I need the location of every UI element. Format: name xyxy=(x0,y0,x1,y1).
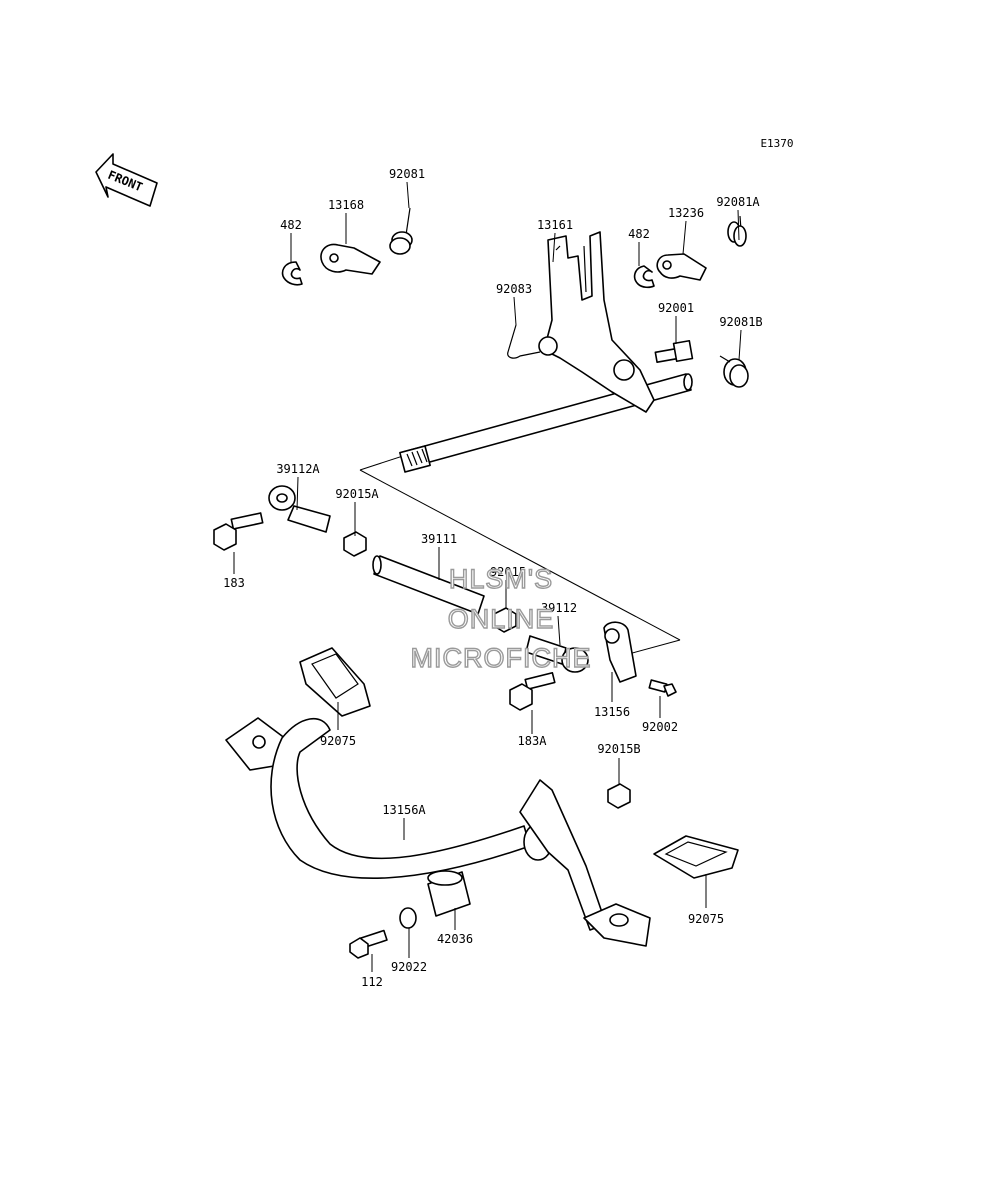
spring-92081B xyxy=(719,355,749,388)
part-label-92002: 92002 xyxy=(642,720,678,734)
bolt-112 xyxy=(349,929,388,959)
part-label-92001: 92001 xyxy=(658,301,694,315)
circlip-482-right xyxy=(633,265,655,289)
spring-92081A xyxy=(727,215,747,247)
plate-13236 xyxy=(656,253,707,281)
part-label-39112: 39112 xyxy=(541,601,577,615)
pedal-pad-92075-left xyxy=(299,647,371,717)
watermark: HLSM'S ONLINE MICROFICHE xyxy=(410,563,592,673)
part-label-112: 112 xyxy=(361,975,383,989)
part-label-13168: 13168 xyxy=(328,198,364,212)
part-label-92015: 92015 xyxy=(490,565,526,579)
watermark-line-2: ONLINE xyxy=(448,604,555,634)
part-label-13156A: 13156A xyxy=(382,803,426,817)
circlip-482-left xyxy=(281,261,303,286)
pedal-pad-92075-right xyxy=(653,835,739,879)
part-label-92075-left: 92075 xyxy=(320,734,356,748)
part-label-13161: 13161 xyxy=(537,218,573,232)
part-label-13156: 13156 xyxy=(594,705,630,719)
part-label-92081: 92081 xyxy=(389,167,425,181)
shift-arm-bracket xyxy=(538,231,655,413)
part-label-92015B: 92015B xyxy=(597,742,640,756)
bolt-183A xyxy=(509,671,556,711)
part-label-482-right: 482 xyxy=(628,227,650,241)
part-label-92075-right: 92075 xyxy=(688,912,724,926)
part-labels: 482 13168 92081 13161 482 13236 92081A 9… xyxy=(223,167,763,989)
spring-92083 xyxy=(507,324,541,359)
nut-92015A xyxy=(343,531,367,557)
part-label-92015A: 92015A xyxy=(335,487,379,501)
part-label-92081B: 92081B xyxy=(719,315,762,329)
lever-13156 xyxy=(603,621,637,683)
washer-92022 xyxy=(399,907,417,929)
part-label-92081A: 92081A xyxy=(716,195,760,209)
bolt-92001 xyxy=(654,339,694,363)
plate-13168 xyxy=(320,243,381,275)
watermark-line-3: MICROFICHE xyxy=(411,643,592,673)
part-label-92083: 92083 xyxy=(496,282,532,296)
watermark-line-1: HLSM'S xyxy=(449,564,553,594)
part-label-183: 183 xyxy=(223,576,245,590)
diagram-code: E1370 xyxy=(760,137,793,150)
leader-lines xyxy=(233,181,742,972)
tie-rod-39111 xyxy=(372,555,485,615)
part-label-183A: 183A xyxy=(518,734,548,748)
rod-end-39112 xyxy=(525,635,589,673)
spring-92081 xyxy=(389,207,413,255)
part-label-39112A: 39112A xyxy=(276,462,320,476)
collar-42036 xyxy=(427,870,471,917)
part-label-482-left: 482 xyxy=(280,218,302,232)
part-label-39111: 39111 xyxy=(421,532,457,546)
brake-pedal-13156A xyxy=(225,717,651,947)
bolt-92002 xyxy=(648,679,677,697)
part-label-13236: 13236 xyxy=(668,206,704,220)
front-arrow-icon: FRONT xyxy=(95,153,158,207)
bolt-183 xyxy=(213,512,264,551)
part-label-42036: 42036 xyxy=(437,932,473,946)
part-label-92022: 92022 xyxy=(391,960,427,974)
shift-shaft xyxy=(399,373,693,473)
nut-92015B xyxy=(607,783,631,809)
rod-end-39112A xyxy=(268,485,331,533)
